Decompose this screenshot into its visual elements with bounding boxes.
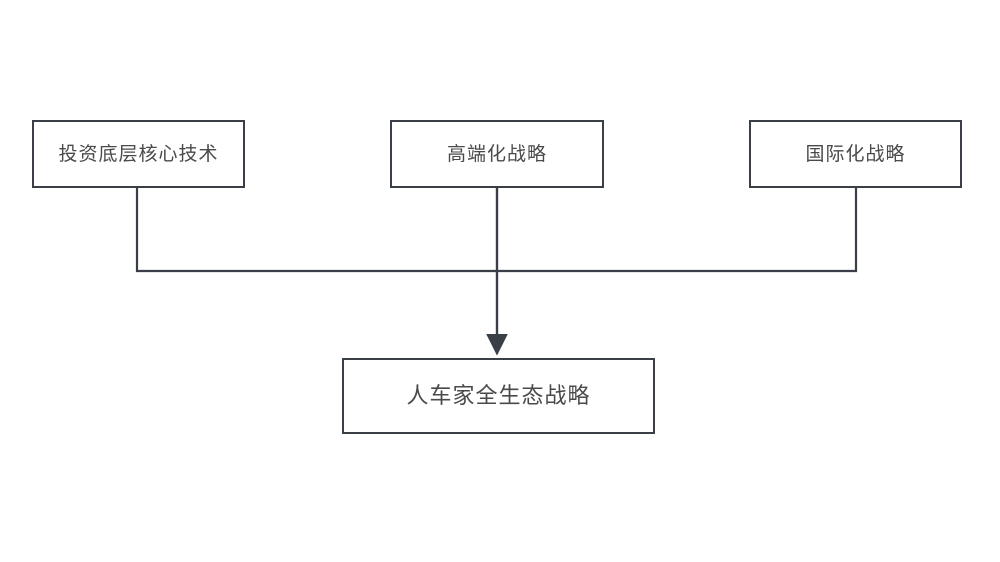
node-invest-label: 投资底层核心技术 xyxy=(58,143,219,165)
node-invest-core-technology[interactable]: 投资底层核心技术 xyxy=(32,120,245,188)
node-globalization-strategy[interactable]: 国际化战略 xyxy=(749,120,962,188)
node-human-car-home-ecosystem-strategy[interactable]: 人车家全生态战略 xyxy=(342,358,655,434)
node-premium-strategy[interactable]: 高端化战略 xyxy=(390,120,604,188)
connector-global-to-bus xyxy=(497,188,858,273)
node-global-label: 国际化战略 xyxy=(805,143,906,165)
node-ecosystem-label: 人车家全生态战略 xyxy=(406,383,591,408)
connector-invest-to-bus xyxy=(135,188,497,273)
node-premium-label: 高端化战略 xyxy=(446,143,547,165)
